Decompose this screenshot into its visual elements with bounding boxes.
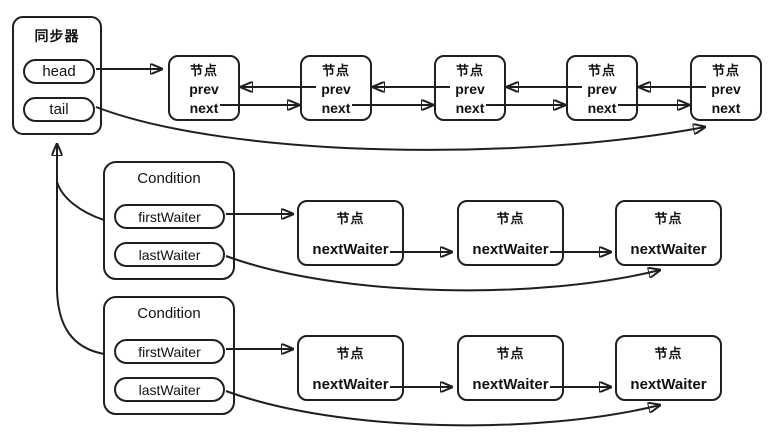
next-waiter-field: nextWaiter [472,241,549,258]
waiter1-node-3: 节点 nextWaiter [615,200,722,266]
node-title: 节点 [336,211,365,226]
next-field: next [587,100,617,116]
tail-label: tail [49,101,69,118]
node-title: 节点 [654,211,683,226]
last-waiter1-arrow [225,255,660,292]
condition-box-1: Condition firstWaiter lastWaiter [103,161,235,280]
prev-field: prev [587,81,617,97]
last-waiter-label: lastWaiter [138,381,201,398]
waiter1-node-2: 节点 nextWaiter [457,200,564,266]
next-field: next [711,100,741,116]
first-waiter-field: firstWaiter [114,204,225,229]
node-title: 节点 [189,63,218,78]
node-title: 节点 [711,63,740,78]
prev-field: prev [455,81,485,97]
prev-field: prev [321,81,351,97]
sync-queue-node-4: 节点 prev next [566,55,638,121]
condition1-to-sync-arrow [57,144,105,221]
next-waiter-field: nextWaiter [312,376,389,393]
tail-field: tail [23,97,95,122]
condition2-to-sync-line [55,170,105,355]
first-waiter-label: firstWaiter [138,208,201,225]
next-waiter-field: nextWaiter [472,376,549,393]
sync-queue-node-3: 节点 prev next [434,55,506,121]
sync-queue-node-1: 节点 prev next [168,55,240,121]
next-field: next [189,100,219,116]
waiter2-node-3: 节点 nextWaiter [615,335,722,401]
node-title: 节点 [321,63,350,78]
node-title: 节点 [496,211,525,226]
next-field: next [455,100,485,116]
synchronizer-title: 同步器 [34,28,80,44]
node-title: 节点 [496,346,525,361]
next-waiter-field: nextWaiter [630,376,707,393]
sync-queue-node-5: 节点 prev next [690,55,762,121]
last-waiter-label: lastWaiter [138,246,201,263]
first-waiter-label: firstWaiter [138,343,201,360]
condition-title: Condition [137,305,201,322]
sync-queue-node-2: 节点 prev next [300,55,372,121]
last-waiter-field: lastWaiter [114,242,225,267]
node-title: 节点 [654,346,683,361]
last-waiter-field: lastWaiter [114,377,225,402]
prev-field: prev [189,81,219,97]
waiter1-node-1: 节点 nextWaiter [297,200,404,266]
waiter2-node-2: 节点 nextWaiter [457,335,564,401]
node-title: 节点 [336,346,365,361]
node-title: 节点 [455,63,484,78]
next-waiter-field: nextWaiter [630,241,707,258]
last-waiter2-arrow [225,390,660,427]
prev-field: prev [711,81,741,97]
node-title: 节点 [587,63,616,78]
head-label: head [42,63,76,80]
waiter2-node-1: 节点 nextWaiter [297,335,404,401]
first-waiter-field: firstWaiter [114,339,225,364]
condition-title: Condition [137,170,201,187]
head-field: head [23,59,95,84]
synchronizer-box: 同步器 head tail [12,16,102,135]
next-waiter-field: nextWaiter [312,241,389,258]
next-field: next [321,100,351,116]
condition-box-2: Condition firstWaiter lastWaiter [103,296,235,415]
